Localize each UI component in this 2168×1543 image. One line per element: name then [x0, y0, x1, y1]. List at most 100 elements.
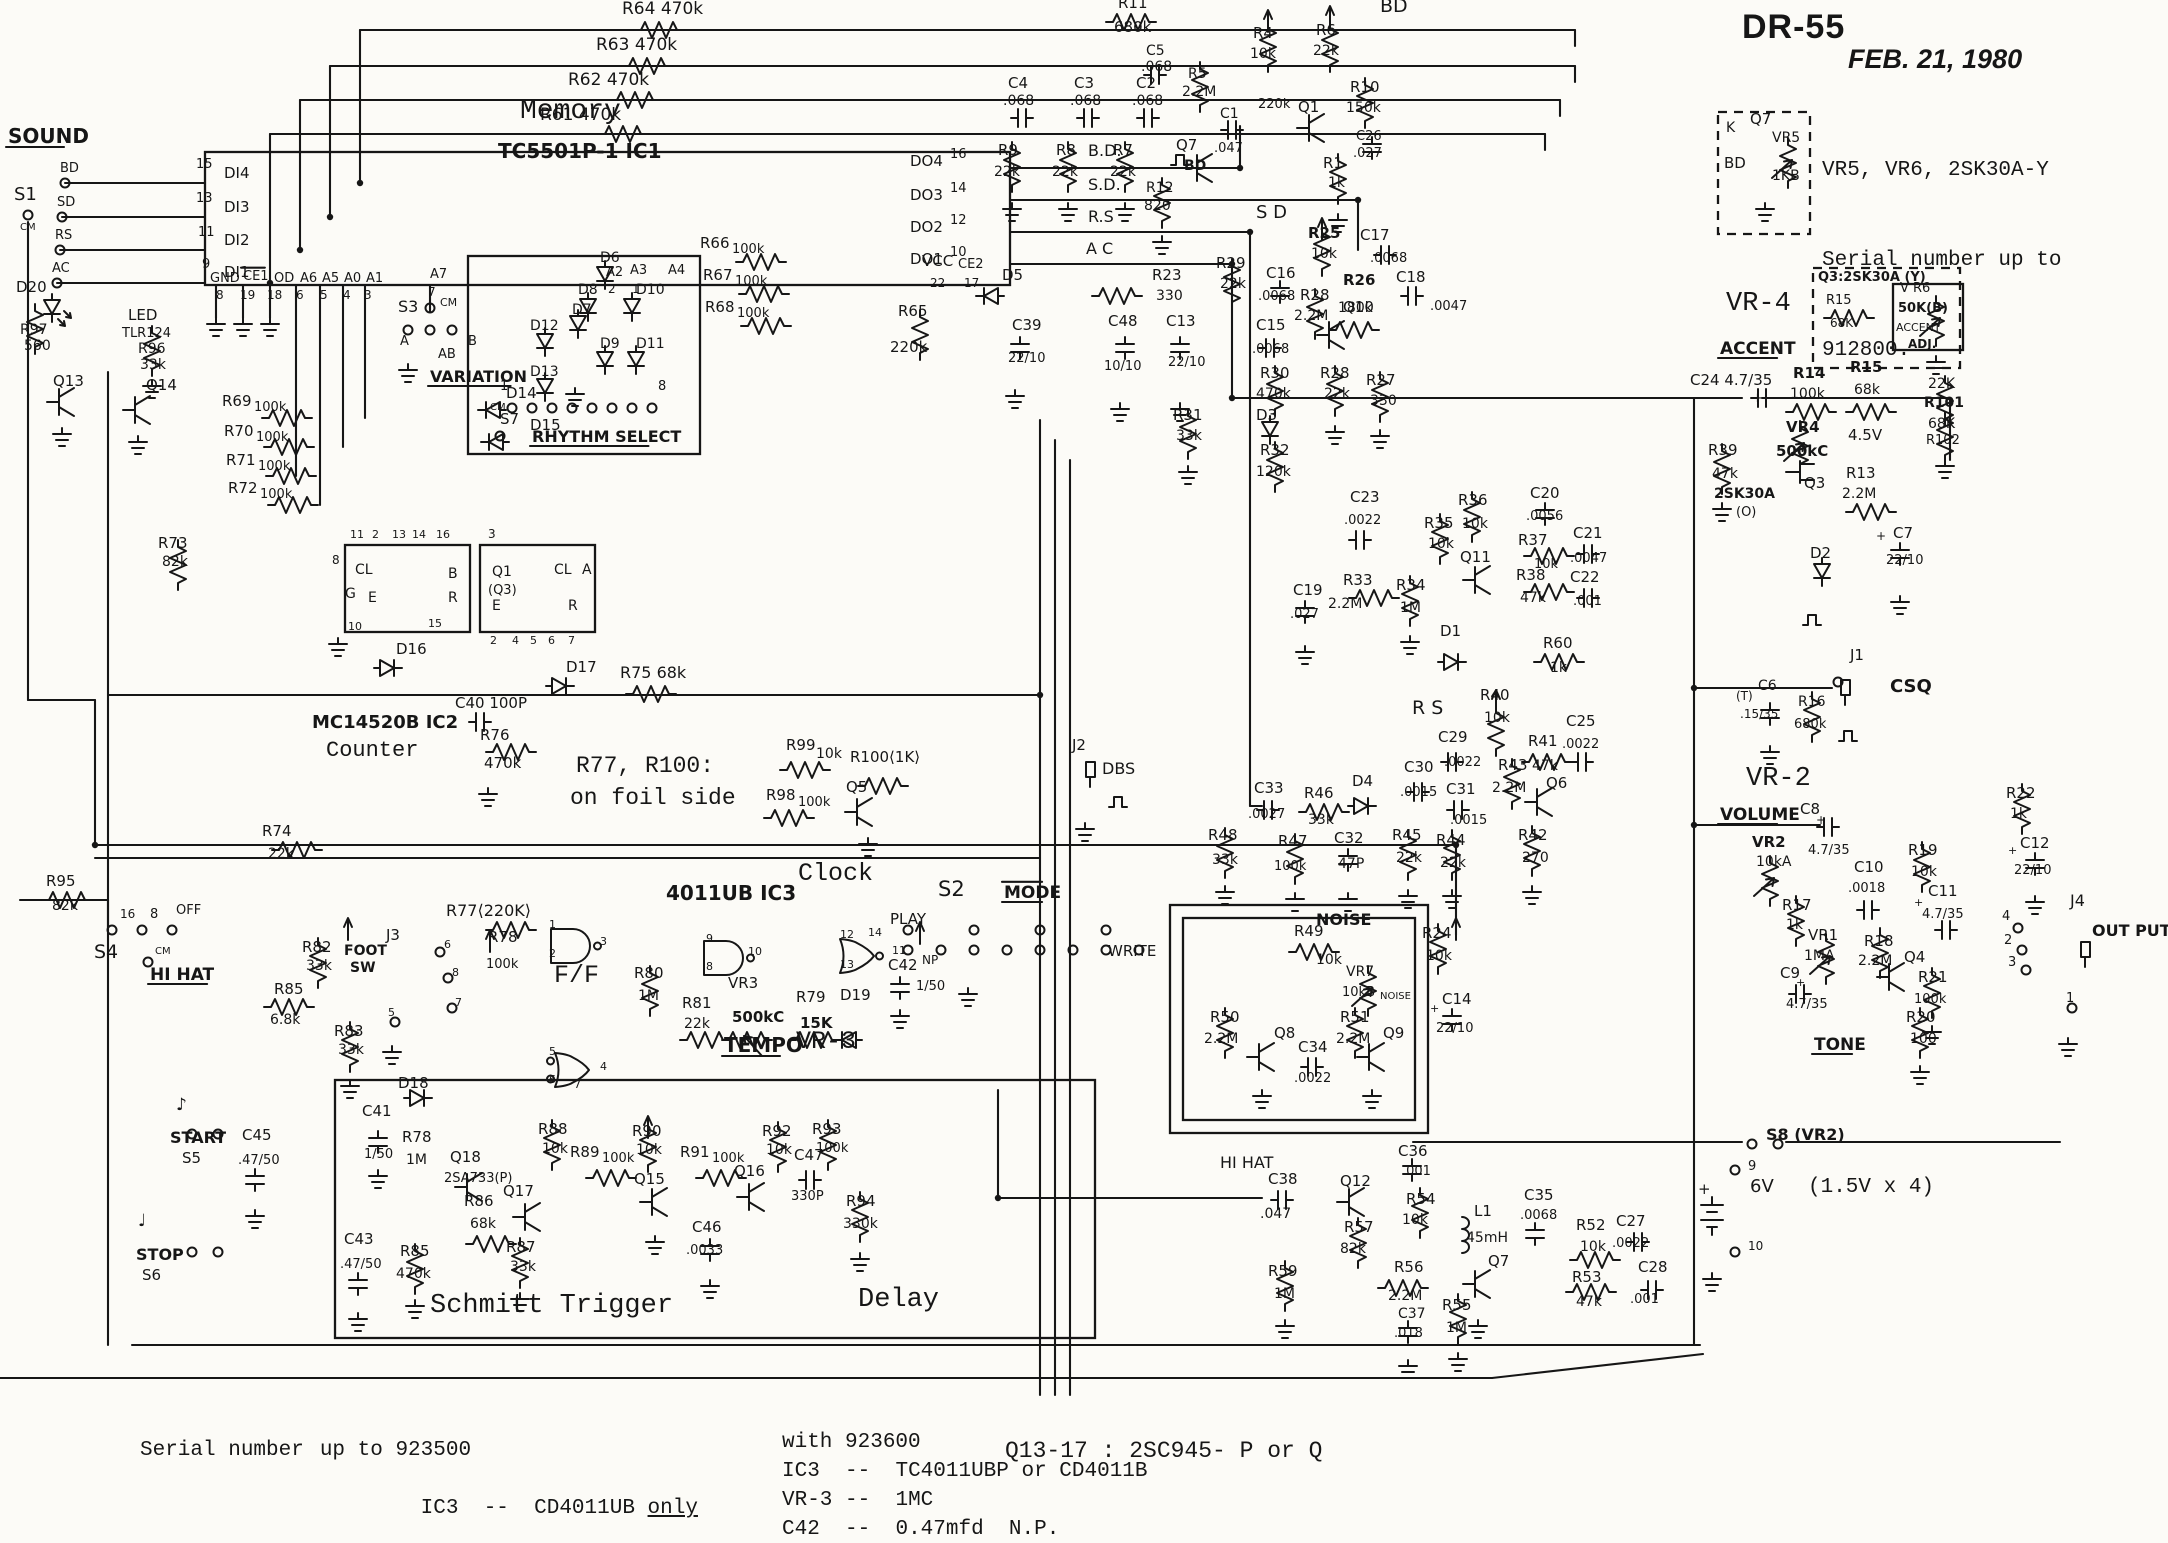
resistor-symbol — [1377, 1279, 1429, 1297]
component-label: A6 — [300, 271, 317, 286]
component-label: 82k — [1340, 1241, 1367, 1257]
switch-contact — [1746, 1138, 1758, 1150]
ground-symbol — [1370, 429, 1390, 449]
component-label: 2SA733(P) — [444, 1171, 512, 1186]
component-label: 22k — [1052, 164, 1079, 180]
component-label: .001 — [1630, 1292, 1659, 1307]
component-label: 8 — [706, 960, 713, 973]
ground-symbol — [1468, 1319, 1488, 1339]
component-label: R59 — [1268, 1262, 1298, 1280]
component-label: Q7 — [1750, 110, 1771, 128]
component-label: 4.7/35 — [1922, 907, 1964, 922]
component-label: C3 — [1074, 74, 1094, 92]
component-label: .0056 — [1526, 509, 1563, 524]
component-label: C4 — [1008, 74, 1028, 92]
resistor-symbol — [1565, 1283, 1617, 1301]
component-label: 2.2M — [1182, 84, 1216, 100]
component-label: R78 — [488, 928, 518, 946]
component-label: R5 — [1188, 66, 1207, 82]
ground-symbol — [565, 387, 585, 407]
component-label: R40 — [1480, 686, 1510, 704]
capacitor-symbol — [1220, 120, 1244, 140]
component-label: C24 4.7/35 — [1690, 371, 1772, 389]
component-label: 5 — [320, 288, 328, 302]
diode-symbol — [477, 401, 507, 419]
resistor-symbol — [1713, 443, 1731, 495]
component-label: B — [448, 566, 458, 582]
diode-symbol — [1813, 557, 1831, 587]
component-label: 10k — [816, 746, 843, 762]
component-label: 100k — [260, 487, 293, 502]
component-label: 330P — [791, 1189, 824, 1204]
component-label: AC — [52, 261, 70, 276]
capacitor-symbol — [245, 1168, 265, 1192]
resistor-symbol — [465, 1235, 517, 1253]
component-label: (O) — [1736, 505, 1756, 520]
component-label: J1 — [1849, 646, 1864, 664]
switch-contact — [389, 1016, 401, 1028]
component-label: C12 — [2020, 834, 2050, 852]
capacitor-symbol — [798, 1170, 822, 1190]
component-label: R62 470k — [568, 70, 649, 90]
component-label: R96 — [138, 341, 166, 357]
switch-contact — [1034, 944, 1046, 956]
resistor-symbol — [1913, 841, 1931, 893]
component-label: V R6 — [1900, 281, 1930, 296]
component-label: 7 — [574, 1078, 581, 1091]
component-label: 8 — [150, 907, 158, 922]
component-label: R90 — [632, 1122, 662, 1140]
resistor-symbol — [143, 325, 161, 377]
component-label: R64 470k — [622, 0, 703, 19]
component-label: J4 — [2069, 891, 2085, 910]
component-label: 2 — [2004, 933, 2012, 948]
ground-symbol — [1760, 745, 1780, 765]
component-label: LED — [128, 306, 157, 324]
component-label: .047 — [1214, 141, 1243, 156]
switch-contact — [2012, 922, 2024, 934]
resistor-symbol — [1313, 225, 1331, 277]
ground-symbol — [382, 1045, 402, 1065]
component-label: R79 — [796, 988, 826, 1006]
component-label: R28 — [1300, 286, 1330, 304]
component-label: 100k — [254, 400, 287, 415]
transistor-symbol — [46, 387, 75, 417]
component-label: 1 — [632, 282, 640, 296]
component-label: 6 — [444, 938, 451, 951]
switch-contact — [1100, 924, 1112, 936]
ground-symbol — [1295, 645, 1315, 665]
ground-symbol — [128, 435, 148, 455]
component-label: R28 — [1320, 364, 1350, 382]
resistor-symbol — [779, 761, 831, 779]
component-label: + — [2008, 844, 2017, 857]
component-label: 68K — [1830, 316, 1854, 330]
component-label: D5 — [1002, 266, 1023, 284]
resistor-symbol — [788, 1031, 840, 1049]
ground-symbol — [1328, 213, 1348, 233]
component-label: R91 — [680, 1143, 710, 1161]
component-label: C41 — [362, 1102, 392, 1120]
component-label: A C — [1086, 239, 1113, 258]
component-label: C37 — [1398, 1306, 1426, 1322]
logic-gate-symbol — [550, 928, 602, 964]
component-label: 10k — [766, 1142, 793, 1158]
resistor-symbol — [911, 309, 929, 361]
ground-symbol — [1285, 892, 1305, 912]
component-label: .47/50 — [238, 1153, 280, 1168]
switch-contact — [212, 1246, 224, 1258]
potentiometer-symbol — [1809, 933, 1835, 985]
component-label: 47P — [1338, 856, 1364, 872]
component-label: C28 — [1638, 1258, 1668, 1276]
component-label: Q6 — [1546, 774, 1567, 792]
ground-symbol — [1075, 822, 1095, 842]
dashed-annotation-box — [1716, 110, 1812, 236]
component-label: 22k — [1313, 43, 1340, 59]
transistor-symbol — [1876, 962, 1905, 992]
rev-row-part: IC3 — [420, 1497, 459, 1520]
resistor-symbol — [625, 685, 677, 703]
component-label: DO4 — [910, 152, 943, 170]
logic-gate-symbol — [839, 938, 884, 974]
component-label: C48 — [1108, 312, 1138, 330]
component-label: C2 — [1136, 74, 1156, 92]
component-label: DI2 — [224, 231, 250, 249]
component-label: .0022 — [1444, 755, 1481, 770]
